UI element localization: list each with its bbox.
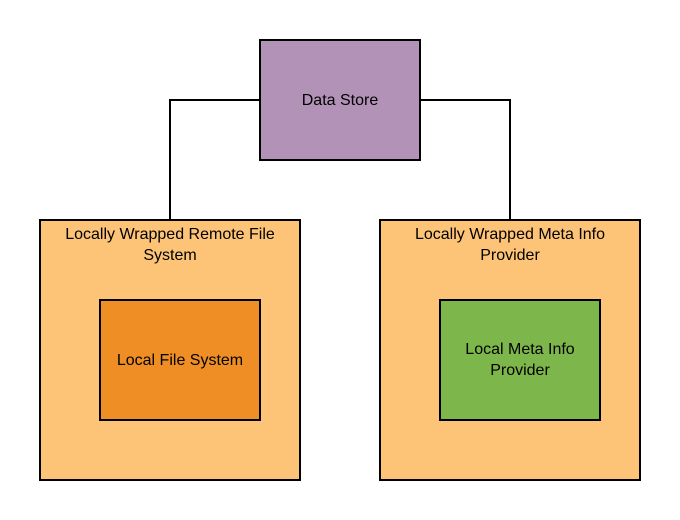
connector-data-store-to-meta-provider: [420, 99, 511, 220]
local-file-system-node[interactable]: Local File System: [99, 299, 261, 421]
data-store-node[interactable]: Data Store: [259, 39, 421, 161]
local-meta-provider-label: Local Meta Info Provider: [465, 341, 575, 379]
connector-data-store-to-file-system: [169, 99, 260, 220]
local-file-system-label: Local File System: [116, 351, 244, 369]
local-meta-provider-node[interactable]: Local Meta Info Provider: [439, 299, 601, 421]
data-store-label: Data Store: [301, 91, 379, 109]
wrapped-meta-provider-title: Locally Wrapped Meta Info Provider: [414, 226, 606, 264]
wrapped-file-system-title: Locally Wrapped Remote File System: [65, 226, 275, 264]
